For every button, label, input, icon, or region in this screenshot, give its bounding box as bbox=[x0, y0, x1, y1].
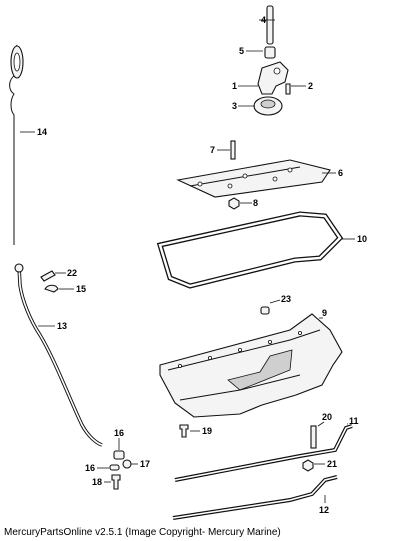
callout-22: 22 bbox=[67, 268, 77, 278]
nut-group bbox=[228, 197, 252, 210]
part-23-sensor[interactable] bbox=[260, 306, 270, 315]
part-20-stud[interactable] bbox=[310, 425, 317, 449]
stud-group bbox=[217, 140, 236, 160]
part-17-nut[interactable] bbox=[122, 459, 132, 469]
callout-5: 5 bbox=[239, 46, 244, 56]
part-2-bolt[interactable] bbox=[285, 83, 291, 95]
callout-18: 18 bbox=[92, 477, 102, 487]
callout-13: 13 bbox=[57, 321, 67, 331]
callout-labels: 4 5 1 2 3 14 7 6 8 10 22 15 23 9 13 20 1… bbox=[37, 15, 367, 515]
part-8-nut[interactable] bbox=[228, 197, 240, 210]
part-9-oil-pan[interactable] bbox=[159, 313, 343, 418]
image-caption: MercuryPartsOnline v2.5.1 (Image Copyrig… bbox=[4, 527, 281, 538]
windage-tray-group bbox=[176, 159, 336, 198]
gasket-group bbox=[156, 211, 355, 289]
right-seal-group bbox=[174, 423, 353, 482]
callout-17: 17 bbox=[140, 459, 150, 469]
left-seal-group bbox=[172, 475, 338, 520]
callout-10: 10 bbox=[357, 234, 367, 244]
callout-7: 7 bbox=[210, 145, 215, 155]
callout-12: 12 bbox=[319, 505, 329, 515]
callout-8: 8 bbox=[253, 198, 258, 208]
part-15-clamp[interactable] bbox=[44, 284, 59, 293]
callout-11: 11 bbox=[349, 416, 359, 426]
part-6-windage-tray[interactable] bbox=[176, 159, 331, 198]
callout-15: 15 bbox=[76, 284, 86, 294]
clip-group bbox=[40, 270, 74, 293]
callout-6: 6 bbox=[338, 168, 343, 178]
part-4-pickup-rod[interactable] bbox=[266, 5, 274, 45]
callout-20: 20 bbox=[322, 412, 332, 422]
oil-pan-group bbox=[159, 313, 343, 418]
part-22-clip[interactable] bbox=[40, 270, 56, 282]
fitting-group bbox=[97, 438, 138, 490]
part-21-nut[interactable] bbox=[302, 459, 314, 472]
callout-14: 14 bbox=[37, 127, 47, 137]
oil-pump-group bbox=[238, 5, 306, 116]
callout-3: 3 bbox=[232, 101, 237, 111]
callout-21: 21 bbox=[327, 459, 337, 469]
part-13-dipstick-tube[interactable] bbox=[17, 265, 103, 447]
callout-16-lower: 16 bbox=[85, 463, 95, 473]
part-5-spacer[interactable] bbox=[264, 46, 276, 59]
part-19-bolt[interactable] bbox=[179, 424, 189, 438]
sensor-group bbox=[260, 299, 281, 315]
callout-1: 1 bbox=[232, 81, 237, 91]
callout-2: 2 bbox=[308, 81, 313, 91]
part-18-fitting[interactable] bbox=[111, 474, 121, 490]
part-7-stud[interactable] bbox=[230, 140, 236, 160]
bolt-group bbox=[179, 424, 200, 438]
callout-9: 9 bbox=[322, 308, 327, 318]
dipstick-tube-group bbox=[14, 263, 103, 447]
stud-nut-group bbox=[302, 421, 325, 472]
callout-19: 19 bbox=[202, 426, 212, 436]
part-16-lower-washer[interactable] bbox=[109, 464, 120, 471]
dipstick-group bbox=[9, 44, 35, 245]
part-12-left-seal[interactable] bbox=[172, 475, 338, 520]
callout-16-upper: 16 bbox=[114, 428, 124, 438]
callout-23: 23 bbox=[281, 294, 291, 304]
part-1-pump-body[interactable] bbox=[257, 61, 289, 95]
callout-4: 4 bbox=[261, 15, 266, 25]
part-16-upper-fitting[interactable] bbox=[113, 450, 125, 460]
